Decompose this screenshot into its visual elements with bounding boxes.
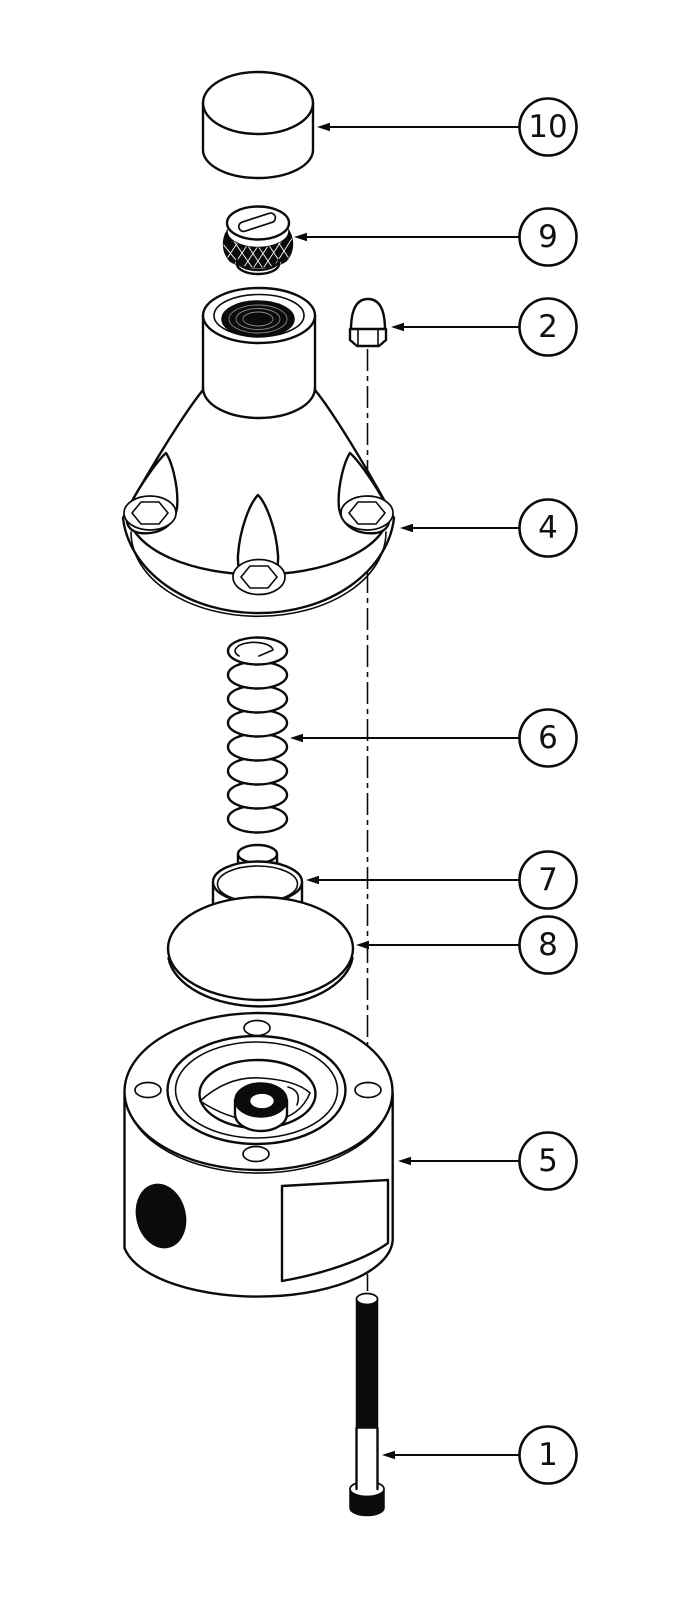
callout-number-5: 5 <box>538 1143 558 1179</box>
callout-number-7: 7 <box>538 862 558 898</box>
part-acorn-nut <box>348 297 388 348</box>
callout-number-2: 2 <box>538 309 558 345</box>
callout-circle-9 <box>518 207 578 267</box>
callout-6: 6 <box>290 708 578 768</box>
arrowhead-7 <box>306 875 319 885</box>
callout-4: 4 <box>400 498 578 558</box>
threaded-bore <box>221 300 295 338</box>
callout-circle-5 <box>518 1131 578 1191</box>
flange-hole <box>134 1081 162 1099</box>
callout-number-10: 10 <box>528 109 567 145</box>
callout-number-8: 8 <box>538 927 558 963</box>
socket-screw-center <box>232 558 286 596</box>
arrowhead-10 <box>317 122 330 132</box>
callout-10: 10 <box>317 97 578 157</box>
callout-8: 8 <box>356 915 578 975</box>
flange-hole <box>354 1081 382 1099</box>
part-body <box>123 1011 394 1298</box>
callout-2: 2 <box>391 297 578 357</box>
part-cap <box>201 70 315 180</box>
callout-1: 1 <box>382 1425 578 1485</box>
callout-number-6: 6 <box>538 720 558 756</box>
callout-5: 5 <box>398 1131 578 1191</box>
body-recess <box>280 1178 390 1283</box>
arrowhead-1 <box>382 1450 395 1460</box>
callout-circle-8 <box>518 915 578 975</box>
callout-number-4: 4 <box>538 510 558 546</box>
callout-circle-10 <box>518 97 578 157</box>
callout-circle-1 <box>518 1425 578 1485</box>
callout-circle-2 <box>518 297 578 357</box>
part-bonnet <box>121 286 396 618</box>
arrowhead-8 <box>356 940 369 950</box>
flange-hole <box>243 1019 271 1037</box>
callout-number-1: 1 <box>538 1437 558 1473</box>
callout-7: 7 <box>306 850 578 910</box>
part-spring <box>226 636 289 834</box>
callout-9: 9 <box>294 207 578 267</box>
callout-circle-7 <box>518 850 578 910</box>
arrowhead-4 <box>400 523 413 533</box>
arrowhead-9 <box>294 232 307 242</box>
side-port <box>135 1183 187 1249</box>
arrowhead-6 <box>290 733 303 743</box>
arrowhead-5 <box>398 1156 411 1166</box>
arrowhead-2 <box>391 322 404 332</box>
callout-circle-6 <box>518 708 578 768</box>
socket-screw-right <box>340 495 394 531</box>
screwdriver-slot <box>237 212 277 233</box>
part-diaphragm-disc <box>166 895 355 1008</box>
bolt-threads <box>355 1298 379 1429</box>
part-adjusting-screw <box>222 205 294 276</box>
flange-hole <box>242 1145 270 1163</box>
callout-circle-4 <box>518 498 578 558</box>
callout-number-9: 9 <box>538 219 558 255</box>
callouts-layer: 10 9 2 4 6 7 8 5 1 <box>290 97 578 1485</box>
socket-screw-left <box>123 495 177 531</box>
part-cap-screw <box>349 1292 385 1517</box>
